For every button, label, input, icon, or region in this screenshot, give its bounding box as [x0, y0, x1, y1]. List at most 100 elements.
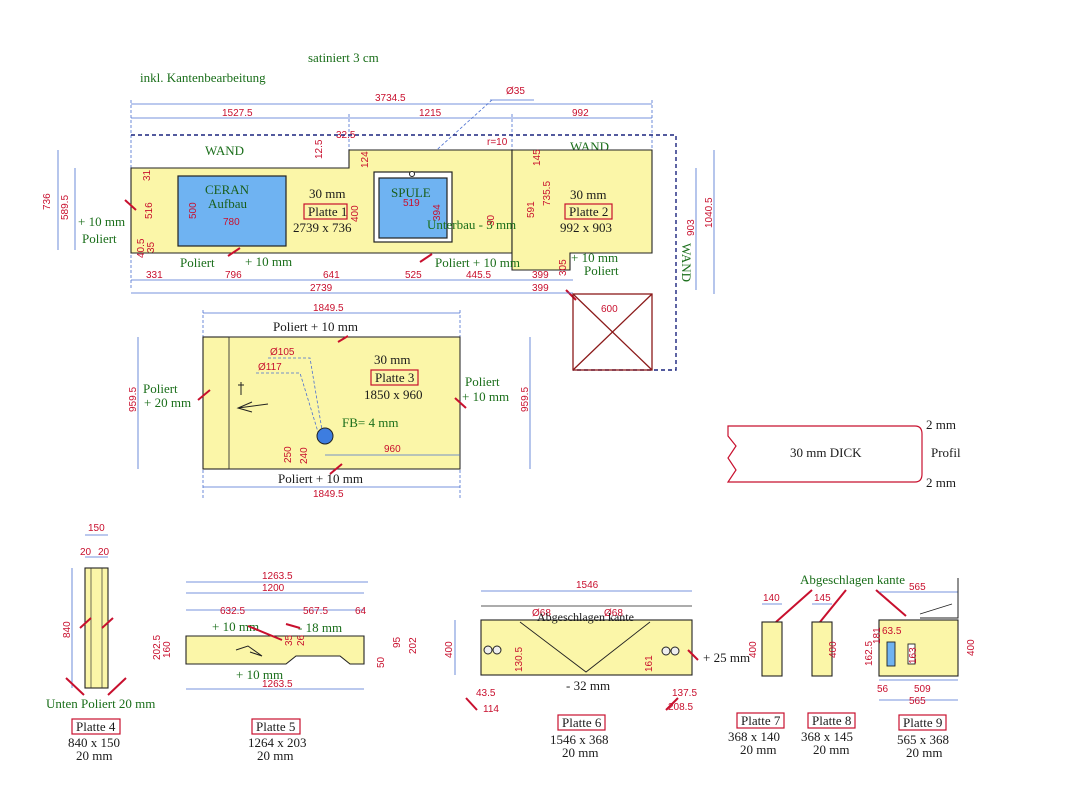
dim-2739: 2739: [310, 283, 333, 294]
p3-d240: 240: [299, 447, 310, 464]
platte-7-slab: [761, 621, 783, 677]
platte-6-slab: [480, 619, 693, 676]
dim-ceran-w: 780: [223, 217, 240, 228]
p3-dim-left: 959.5: [128, 387, 139, 412]
dim-ceran-h: 500: [188, 202, 199, 219]
p5-thick: 20 mm: [257, 748, 293, 763]
dim-735-5: 735.5: [542, 181, 553, 206]
dim-591: 591: [526, 201, 537, 218]
p4-dim-20a: 20: [80, 547, 92, 558]
dim-992: 992: [572, 108, 589, 119]
poliert-left: Poliert: [82, 231, 117, 246]
p5-label: Platte 5: [256, 719, 295, 734]
profil-text: 30 mm DICK: [790, 445, 862, 460]
p3-poliert-right: Poliert: [465, 374, 500, 389]
poliert-left-plus: + 10 mm: [78, 214, 125, 229]
p5-plus10a: + 10 mm: [212, 619, 259, 634]
p6-dim-1546: 1546: [576, 580, 599, 591]
dim-589: 589.5: [60, 195, 71, 220]
p6-label: Platte 6: [562, 715, 602, 730]
p5-minus18: - 18 mm: [298, 620, 342, 635]
profil-bottom: 2 mm: [926, 475, 956, 490]
dim-1040: 1040.5: [704, 197, 715, 228]
dim-600: 600: [601, 304, 618, 315]
p5-plus10b: + 10 mm: [236, 667, 283, 682]
tap-hole: [409, 171, 415, 177]
p3-poliert-left: Poliert: [143, 381, 178, 396]
p8-thick: 20 mm: [813, 742, 849, 757]
p1-size: 2739 x 736: [293, 220, 352, 235]
p3-poliert-left-plus: + 20 mm: [144, 395, 191, 410]
p3-dim-top: 1849.5: [313, 303, 344, 314]
dim-r10: r=10: [487, 137, 508, 148]
p6-size: 1546 x 368: [550, 732, 609, 747]
p1-label: Platte 1: [308, 204, 347, 219]
p5-dim-64: 64: [355, 606, 367, 617]
p6-dim-43: 43.5: [476, 688, 496, 699]
ceran-sub: Aufbau: [208, 196, 247, 211]
poliert-right: Poliert: [584, 263, 619, 278]
profil-shape: [726, 425, 923, 483]
wall-label-left: WAND: [205, 143, 244, 158]
dim-30: 30: [486, 214, 497, 226]
p4-dim-840: 840: [62, 621, 73, 638]
dim-331: 331: [146, 270, 163, 281]
p3-thickness: 30 mm: [374, 352, 410, 367]
p6-minus32: - 32 mm: [566, 678, 610, 693]
p6-dim-400: 400: [444, 641, 455, 658]
platte-9: 565 565 509 56 400 162.5 181 63.5 163 Pl…: [864, 578, 977, 760]
p5-size: 1264 x 203: [248, 735, 307, 750]
p4-thick: 20 mm: [76, 748, 112, 763]
p5-dim-95: 95: [392, 636, 403, 648]
p5-dim-26: 26: [296, 634, 307, 646]
p5-dim-1200: 1200: [262, 583, 285, 594]
p6-dim-130: 130.5: [514, 647, 525, 672]
dim-32-5: 32.5: [336, 130, 356, 141]
p6-d68a: Ø68: [532, 608, 551, 619]
p5-dim-632: 632.5: [220, 606, 245, 617]
poliert-bottom-a: Poliert: [180, 255, 215, 270]
p4-label: Platte 4: [76, 719, 116, 734]
platte-4: 150 20 20 840 Unten Poliert 20 mm Platte…: [46, 523, 155, 763]
spule-label: SPULE: [391, 185, 431, 200]
profil-name: Profil: [931, 445, 961, 460]
p5-dim-35: 35: [284, 634, 295, 646]
dim-641: 641: [323, 270, 340, 281]
dim-124: 124: [360, 151, 371, 168]
p3-d105: Ø105: [270, 347, 295, 358]
platte-3-slab: [202, 336, 461, 470]
p3-poliert-top: Poliert + 10 mm: [273, 319, 358, 334]
poliert-bottom-b: Poliert + 10 mm: [435, 255, 520, 270]
drain-hole: [316, 427, 334, 445]
p9-label: Platte 9: [903, 715, 942, 730]
p8-size: 368 x 145: [801, 729, 853, 744]
p5-dim-567: 567.5: [303, 606, 328, 617]
dim-d35: Ø35: [506, 86, 525, 97]
p4-size: 840 x 150: [68, 735, 120, 750]
p4-dim-150: 150: [88, 523, 105, 534]
p3-fb: FB= 4 mm: [342, 415, 398, 430]
p3-d960: 960: [384, 444, 401, 455]
platte-5: 1263.5 1200 632.5 567.5 64 + 10 mm - 18 …: [152, 571, 419, 763]
p7-label: Platte 7: [741, 713, 781, 728]
p6-d68b: Ø68: [604, 608, 623, 619]
p2-thickness: 30 mm: [570, 187, 606, 202]
p3-dim-right: 959.5: [520, 387, 531, 412]
dim-12-5: 12.5: [314, 139, 325, 159]
dim-399b: 399: [532, 283, 549, 294]
poliert-right-plus: + 10 mm: [571, 250, 618, 265]
dim-31: 31: [142, 169, 153, 181]
p6-thick: 20 mm: [562, 745, 598, 760]
dim-399a: 399: [532, 270, 549, 281]
edges-note: inkl. Kantenbearbeitung: [140, 70, 266, 85]
platte-2-slab: [511, 149, 653, 271]
profil-top: 2 mm: [926, 417, 956, 432]
platte-5-slab: [185, 635, 365, 665]
p9-size: 565 x 368: [897, 732, 949, 747]
dim-305: 305: [558, 259, 569, 276]
profil: 30 mm DICK 2 mm Profil 2 mm: [726, 417, 961, 490]
dim-525b: 525: [405, 270, 422, 281]
p3-d250: 250: [283, 446, 294, 463]
dim-40-5: 40.5: [136, 238, 147, 258]
